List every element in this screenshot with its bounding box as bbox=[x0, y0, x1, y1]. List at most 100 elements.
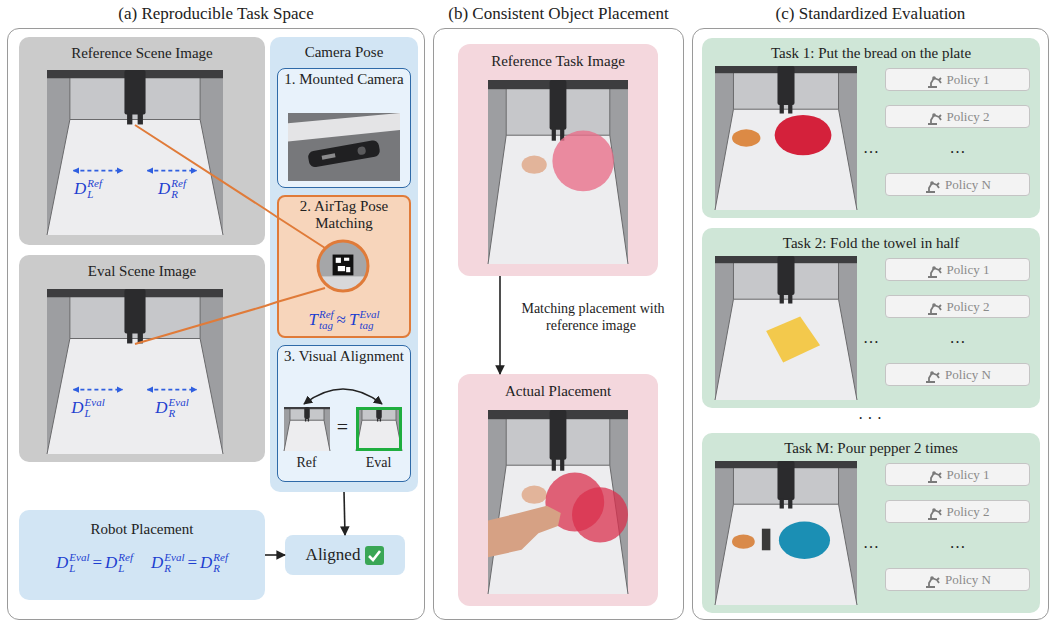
rect-part bbox=[780, 103, 784, 113]
connector bbox=[499, 276, 501, 374]
text-holder: (a) Reproducible Task Space bbox=[118, 4, 313, 24]
g-part bbox=[307, 139, 380, 168]
ellipsis: … bbox=[863, 534, 879, 551]
line-part bbox=[73, 170, 122, 172]
script-stack: RefR bbox=[171, 178, 186, 200]
ellipse-part bbox=[522, 155, 547, 173]
math-group: DRefL bbox=[74, 178, 102, 200]
rect-part bbox=[788, 103, 792, 113]
circle-part bbox=[932, 113, 936, 117]
g-part bbox=[488, 80, 628, 264]
operator: = bbox=[187, 553, 197, 573]
polygon-part bbox=[715, 109, 857, 210]
polygon-part bbox=[762, 529, 771, 551]
step-box: 1. Mounted Camera bbox=[277, 68, 411, 188]
text-holder: Eval bbox=[356, 454, 402, 471]
result-box: Aligned bbox=[285, 535, 405, 575]
g-part bbox=[715, 461, 857, 605]
policy-label: Policy 1 bbox=[947, 467, 990, 483]
text-holder: Policy 2 bbox=[886, 106, 1029, 127]
policy-box: Policy 1 bbox=[885, 463, 1030, 486]
policy-box: Policy N bbox=[885, 568, 1030, 591]
rect-part bbox=[124, 289, 145, 334]
rect-part bbox=[127, 113, 132, 125]
path-part bbox=[488, 410, 628, 594]
math-superscript: Eval bbox=[169, 397, 189, 408]
path-part bbox=[304, 389, 382, 404]
text-holder: … bbox=[857, 328, 885, 347]
scene-box: Reference Scene ImageDRefLDRefR bbox=[19, 37, 265, 245]
policy-box: Policy 2 bbox=[885, 105, 1030, 128]
rect-part bbox=[552, 128, 556, 141]
rect-part bbox=[288, 113, 400, 181]
script-stack: RefR bbox=[213, 552, 228, 574]
script-stack: Evaltag bbox=[359, 309, 379, 331]
math-symbol: D bbox=[71, 398, 83, 418]
policy-box: Policy 2 bbox=[885, 500, 1030, 523]
panel-heading: (b) Consistent Object Placement bbox=[448, 4, 668, 23]
math-symbol: D bbox=[155, 398, 167, 418]
svg-part bbox=[926, 504, 942, 520]
math-subscript: L bbox=[69, 563, 89, 574]
policy-label: Policy 2 bbox=[947, 504, 990, 520]
math-subscript: R bbox=[171, 189, 186, 200]
circle-part bbox=[930, 181, 934, 185]
g-part bbox=[317, 240, 369, 292]
text-holder: Reference Task Image bbox=[458, 52, 658, 70]
policy-label: Policy N bbox=[945, 572, 991, 588]
box-title: Eval Scene Image bbox=[88, 263, 196, 279]
box-title: Reference Task Image bbox=[491, 53, 625, 69]
text-holder: Policy 1 bbox=[886, 69, 1029, 90]
rect-part bbox=[284, 407, 330, 451]
illustration bbox=[288, 113, 400, 181]
path-part bbox=[715, 461, 857, 605]
text-holder: … bbox=[857, 533, 885, 552]
script-stack: EvalR bbox=[164, 552, 184, 574]
text-holder: 2. AirTag Pose Matching bbox=[279, 198, 409, 232]
ellipse-part bbox=[779, 521, 830, 558]
rect-part bbox=[356, 407, 402, 451]
rect-part bbox=[336, 258, 341, 263]
polygon-part bbox=[766, 316, 820, 362]
group-box: 1. Mounted Camera 2. AirTag Pose Matching… bbox=[270, 37, 418, 492]
script-stack: EvalL bbox=[85, 397, 105, 419]
text-holder: TReftag≈TEvaltag bbox=[280, 309, 408, 331]
polygon-part bbox=[288, 113, 400, 142]
polygon-part bbox=[47, 339, 223, 455]
math-symbol: D bbox=[56, 553, 68, 573]
text-holder: = bbox=[330, 416, 356, 439]
math-symbol: D bbox=[151, 553, 163, 573]
math-superscript: Ref bbox=[319, 309, 334, 320]
circle-part bbox=[932, 303, 936, 307]
svg-part bbox=[926, 262, 942, 278]
math-superscript: Eval bbox=[85, 397, 105, 408]
illustration bbox=[300, 378, 386, 408]
text-holder: Policy N bbox=[886, 569, 1029, 590]
math-group: DRefR bbox=[158, 178, 186, 200]
text-holder: … bbox=[885, 328, 1030, 347]
math-subscript: L bbox=[118, 563, 133, 574]
circle-part bbox=[930, 576, 934, 580]
circle-part bbox=[356, 145, 365, 154]
rect-part bbox=[780, 293, 784, 303]
text-holder: Policy N bbox=[886, 174, 1029, 195]
illustration bbox=[356, 407, 402, 451]
box-title: 2. AirTag Pose Matching bbox=[300, 198, 389, 231]
edge-label: Matching placement with reference image bbox=[519, 301, 664, 333]
text-holder: DEvalL=DRefLDEvalR=DRefR bbox=[24, 552, 260, 574]
ellipsis: … bbox=[863, 139, 879, 156]
rect-part bbox=[376, 418, 377, 421]
polygon-part bbox=[284, 420, 330, 451]
rect-part bbox=[777, 256, 794, 295]
script-stack: RefL bbox=[87, 178, 102, 200]
ellipse-part bbox=[552, 131, 614, 192]
g-part bbox=[715, 256, 857, 400]
math-group: DEvalR bbox=[151, 552, 184, 574]
math-subscript: tag bbox=[359, 320, 379, 331]
text-holder: Robot Placement bbox=[19, 520, 265, 538]
image-label: Ref bbox=[296, 455, 316, 470]
text-holder: … bbox=[857, 138, 885, 157]
placement-box: Robot PlacementDEvalL=DRefLDEvalR=DRefR bbox=[19, 510, 265, 600]
svg-part bbox=[926, 109, 942, 125]
